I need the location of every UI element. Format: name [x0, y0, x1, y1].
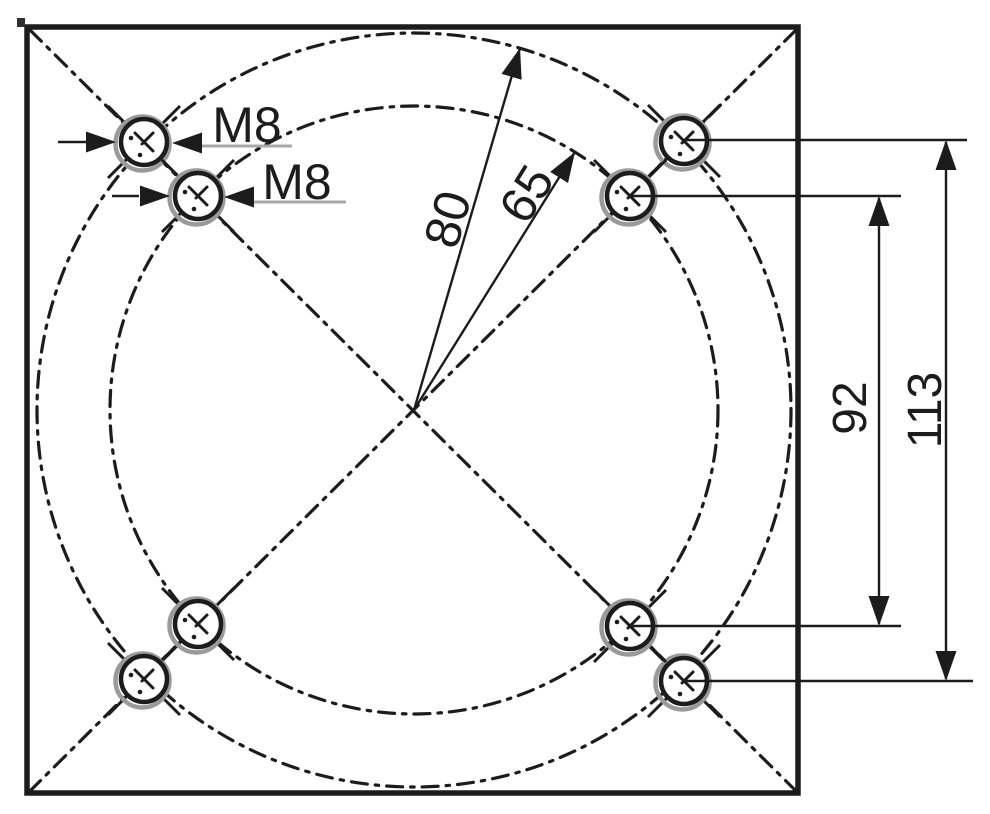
radius-arrow-65-head [550, 146, 584, 184]
thread-callout-2-label: M8 [262, 154, 331, 210]
hole-pointer-left-1-arrow [86, 131, 116, 153]
dimension-113-arrow-top [935, 140, 957, 170]
dimension-113-label: 113 [899, 372, 952, 449]
radius-label-65: 65 [488, 156, 565, 233]
dimension-92-arrow-top [868, 196, 890, 226]
scan-artifact [17, 18, 25, 27]
dimension-92-arrow-bottom [868, 596, 890, 626]
thread-callout-1-label: M8 [212, 97, 281, 153]
dimension-92-label: 92 [824, 381, 877, 434]
hole-bottom-left-inner [162, 588, 234, 660]
hole-top-left-inner [162, 160, 234, 232]
bolt-circle-inner-65 [108, 104, 720, 716]
radius-label-80: 80 [413, 185, 482, 254]
radius-arrow-80-line [412, 47, 522, 411]
thread-callout-1-arrow [172, 132, 202, 154]
radius-arrow-65-line [412, 151, 577, 411]
hole-pointer-left-2-arrow [140, 185, 170, 207]
plate-outline [24, 24, 801, 796]
bolt-circle-outer-80 [35, 31, 793, 789]
dimension-113-arrow-bottom [935, 651, 957, 681]
thread-callout-2-arrow [224, 186, 254, 208]
